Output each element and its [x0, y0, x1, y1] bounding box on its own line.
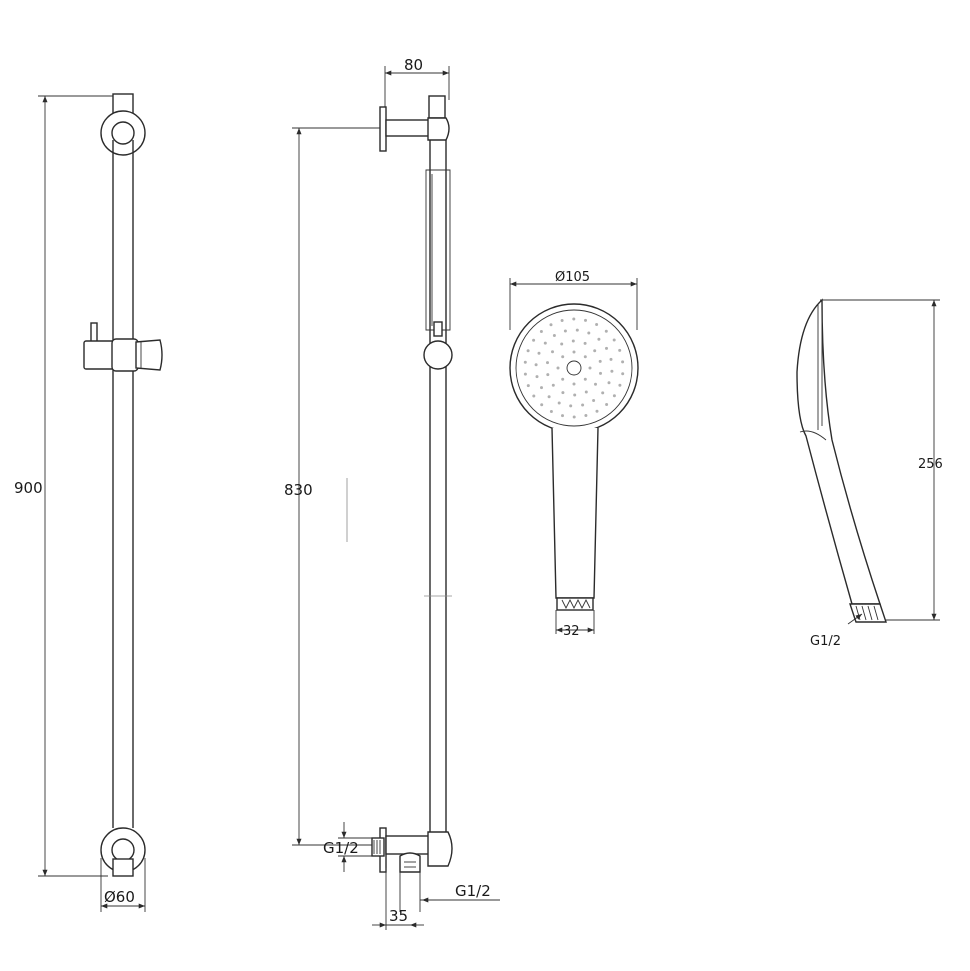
spray-nozzle: [563, 329, 567, 333]
spray-nozzle: [587, 331, 591, 335]
nozzle-pattern: [523, 317, 625, 419]
spray-nozzle: [534, 363, 538, 367]
hand-shower-side-view: 256 G1/2: [796, 298, 943, 649]
spray-nozzle: [546, 361, 549, 365]
spray-nozzle: [547, 395, 551, 399]
spray-nozzle: [526, 384, 530, 388]
spray-nozzle: [561, 414, 564, 418]
spray-nozzle: [595, 323, 599, 326]
spray-nozzle: [549, 410, 553, 413]
head-length-label: 256: [918, 457, 943, 472]
spray-nozzle: [535, 375, 539, 379]
spray-nozzle: [618, 383, 622, 387]
spray-nozzle: [560, 342, 564, 346]
shower-handle: [551, 427, 599, 599]
rail-front-view: 900 Ø60: [14, 93, 163, 912]
spray-nozzle: [594, 382, 597, 386]
spray-nozzle: [572, 382, 576, 386]
shower-head-face: [509, 303, 639, 433]
rail-length-label: 900: [14, 479, 43, 497]
head-thread-label: G1/2: [810, 634, 841, 649]
spray-nozzle: [573, 393, 577, 397]
center-nozzle: [566, 360, 582, 376]
spray-nozzle: [552, 334, 556, 337]
handle-width-label: 32: [563, 624, 580, 639]
rail-side-view: 80 830: [284, 56, 500, 930]
mount-height-label: 830: [284, 481, 313, 499]
slider-knob: [423, 340, 453, 370]
spray-nozzle: [601, 391, 605, 395]
spray-nozzle: [523, 360, 527, 364]
spray-nozzle: [604, 329, 608, 333]
projection-label: 80: [404, 56, 423, 74]
rail-bottom-cap: [112, 858, 134, 877]
hand-shower-front-view: Ø105 32: [509, 270, 639, 639]
spray-nozzle: [595, 409, 599, 413]
spray-nozzle: [605, 403, 609, 406]
side-thread-label: G1/2: [323, 839, 359, 857]
spray-nozzle: [560, 319, 564, 322]
spray-nozzle: [551, 383, 555, 387]
head-diameter-label: Ø105: [555, 270, 590, 285]
spray-nozzle: [526, 349, 530, 353]
spray-nozzle: [583, 377, 587, 381]
spray-nozzle: [584, 390, 588, 394]
spray-nozzle: [523, 372, 527, 376]
spray-nozzle: [584, 318, 587, 322]
spray-nozzle: [556, 366, 560, 370]
top-support-arm: [385, 119, 431, 137]
spray-nozzle: [537, 351, 541, 355]
spray-nozzle: [561, 355, 565, 359]
spray-nozzle: [599, 371, 602, 375]
bracket-diameter-label: Ø60: [104, 888, 135, 906]
spray-nozzle: [571, 339, 575, 343]
spray-nozzle: [618, 348, 622, 352]
rail-top-cap-side: [428, 95, 446, 119]
slider-holder: [83, 322, 163, 372]
spray-nozzle: [575, 328, 579, 332]
spray-nozzle: [532, 338, 536, 342]
spray-nozzle: [605, 346, 608, 350]
spray-nozzle: [610, 369, 614, 373]
spray-nozzle: [540, 386, 543, 390]
spray-nozzle: [592, 399, 596, 402]
spray-nozzle: [583, 355, 587, 359]
spray-nozzle: [549, 323, 553, 327]
bottom-thread-label: G1/2: [455, 882, 491, 900]
spray-nozzle: [532, 394, 536, 398]
spray-nozzle: [540, 403, 544, 407]
spray-nozzle: [621, 360, 625, 364]
spray-nozzle: [583, 341, 587, 345]
top-wall-plate: [379, 106, 387, 152]
spray-nozzle: [612, 338, 616, 342]
side-outlet-thread: [371, 837, 385, 857]
spray-nozzle: [598, 359, 602, 363]
spray-nozzle: [546, 373, 550, 377]
hand-shower-profile: [796, 298, 881, 605]
spray-nozzle: [543, 341, 547, 345]
spray-nozzle: [569, 404, 573, 408]
spray-nozzle: [612, 394, 616, 398]
spray-nozzle: [593, 349, 597, 353]
outlet-offset-label: 35: [389, 907, 408, 925]
spray-nozzle: [572, 317, 576, 321]
spray-nozzle: [609, 357, 613, 361]
spray-nozzle: [621, 372, 625, 376]
spray-nozzle: [572, 350, 576, 354]
spray-nozzle: [607, 381, 611, 385]
spray-nozzle: [551, 350, 554, 354]
spray-nozzle: [572, 415, 576, 419]
spray-nozzle: [588, 366, 592, 370]
spray-nozzle: [597, 337, 601, 341]
spray-nozzle: [561, 377, 565, 381]
spray-nozzle: [539, 330, 543, 333]
spray-nozzle: [584, 414, 588, 417]
bottom-support-arm: [385, 835, 433, 855]
hand-shower-side: [425, 169, 451, 331]
spray-nozzle: [581, 403, 585, 407]
bottom-outlet-thread: [399, 852, 421, 873]
spray-nozzle: [561, 391, 565, 395]
spray-nozzle: [557, 401, 561, 405]
